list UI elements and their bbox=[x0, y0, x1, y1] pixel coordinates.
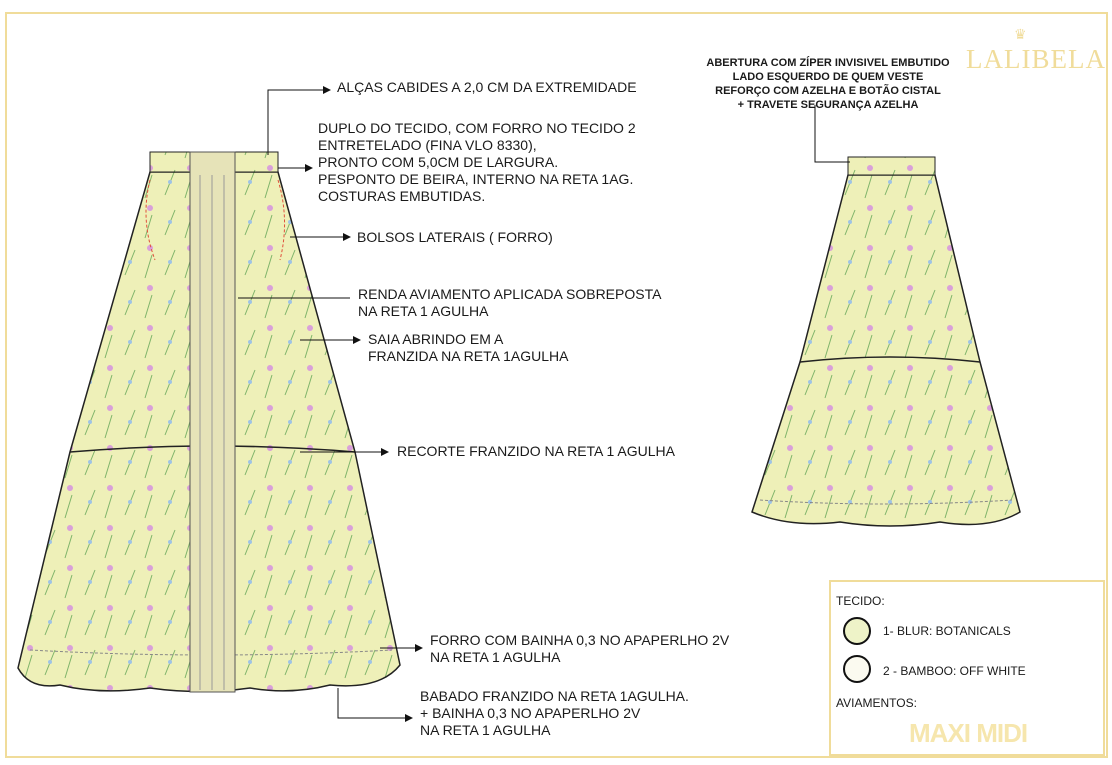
annotation-cos: DUPLO DO TECIDO, COM FORRO NO TECIDO 2 E… bbox=[318, 120, 636, 205]
fabric-legend: TECIDO: 1- BLUR: BOTANICALS 2 - BAMBOO: … bbox=[829, 580, 1105, 756]
model-name: MAXI MIDI bbox=[909, 718, 1028, 748]
annotation-line: LADO ESQUERDO DE QUEM VESTE bbox=[732, 71, 924, 83]
annotation-line: NA RETA 1 AGULHA bbox=[430, 649, 561, 665]
annotation-saia: SAIA ABRINDO EM A FRANZIDA NA RETA 1AGUL… bbox=[368, 331, 568, 365]
annotation-line: + TRAVETE SEGURANÇA AZELHA bbox=[737, 99, 919, 111]
annotation-line: DUPLO DO TECIDO, COM FORRO NO TECIDO 2 bbox=[318, 120, 636, 136]
fabric-label: 2 - BAMBOO: OFF WHITE bbox=[883, 664, 1026, 678]
aviamentos-title: AVIAMENTOS: bbox=[836, 696, 917, 710]
fabric-swatch-botanicals bbox=[843, 617, 871, 645]
annotation-line: PESPONTO DE BEIRA, INTERNO NA RETA 1AG. bbox=[318, 171, 634, 187]
annotation-babado: BABADO FRANZIDO NA RETA 1AGULHA. + BAINH… bbox=[420, 688, 689, 739]
annotation-recorte: RECORTE FRANZIDO NA RETA 1 AGULHA bbox=[397, 443, 675, 459]
fabric-label: 1- BLUR: BOTANICALS bbox=[883, 624, 1011, 638]
annotation-line: NA RETA 1 AGULHA bbox=[420, 722, 551, 738]
annotation-line: FORRO COM BAINHA 0,3 NO APAPERLHO 2V bbox=[430, 632, 730, 648]
annotation-line: SAIA ABRINDO EM A bbox=[368, 331, 504, 347]
annotation-line: ENTRETELADO (FINA VLO 8330), bbox=[318, 137, 537, 153]
annotation-bolsos: BOLSOS LATERAIS ( FORRO) bbox=[357, 229, 553, 245]
annotation-renda: RENDA AVIAMENTO APLICADA SOBREPOSTA NA R… bbox=[358, 286, 661, 320]
annotation-line: ABERTURA COM ZÍPER INVISIVEL EMBUTIDO bbox=[706, 57, 950, 69]
page-border bbox=[5, 12, 1108, 758]
crown-logo-icon: ♛ bbox=[1014, 26, 1027, 42]
front-skirt bbox=[17, 151, 401, 693]
annotation-forro: FORRO COM BAINHA 0,3 NO APAPERLHO 2V NA … bbox=[430, 632, 729, 666]
annotation-line: BABADO FRANZIDO NA RETA 1AGULHA. bbox=[420, 688, 689, 704]
tecido-title: TECIDO: bbox=[836, 594, 885, 608]
brand-logo: LALIBELA bbox=[966, 44, 1106, 74]
annotation-line: + BAINHA 0,3 NO APAPERLHO 2V bbox=[420, 705, 641, 721]
annotation-line: RENDA AVIAMENTO APLICADA SOBREPOSTA bbox=[358, 286, 662, 302]
annotation-line: COSTURAS EMBUTIDAS. bbox=[318, 188, 486, 204]
annotation-alcas: ALÇAS CABIDES A 2,0 CM DA EXTREMIDADE bbox=[337, 79, 637, 95]
fabric-swatch-offwhite bbox=[843, 655, 871, 683]
annotation-line: FRANZIDA NA RETA 1AGULHA bbox=[368, 348, 569, 364]
annotation-line: NA RETA 1 AGULHA bbox=[358, 303, 489, 319]
annotation-abertura: ABERTURA COM ZÍPER INVISIVEL EMBUTIDO LA… bbox=[698, 56, 958, 112]
annotation-line: REFORÇO COM AZELHA E BOTÃO CISTAL bbox=[715, 85, 941, 97]
leader-lines bbox=[238, 86, 850, 722]
back-skirt bbox=[751, 156, 1021, 527]
annotation-line: PRONTO COM 5,0CM DE LARGURA. bbox=[318, 154, 559, 170]
